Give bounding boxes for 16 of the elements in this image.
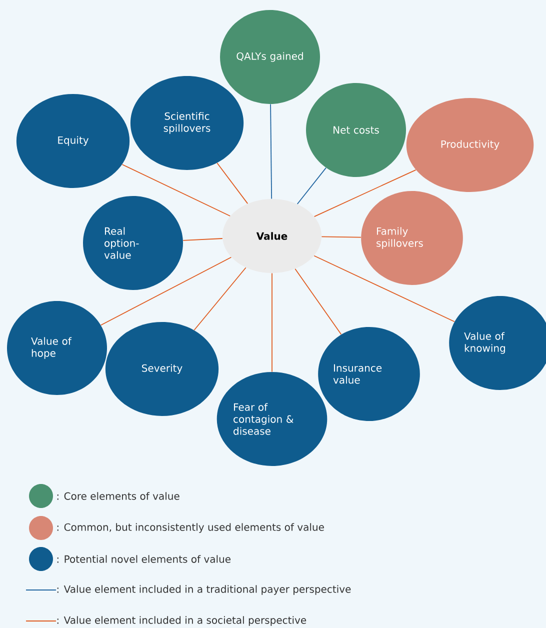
legend-text: : Value element included in a traditional payer perspective [57, 585, 351, 595]
connector-line [122, 164, 231, 216]
legend-text: : Core elements of value [57, 492, 180, 500]
connector-line [216, 162, 248, 204]
legend-text: : Common, but inconsistently used elements of value [57, 523, 324, 533]
legend-text: : Value element included in a societal perspective [57, 616, 306, 626]
connector-line [100, 256, 232, 326]
connector-line [182, 238, 223, 241]
connector-line [321, 236, 362, 238]
connector-line [296, 167, 326, 204]
connector-line [314, 169, 416, 217]
connector-line [270, 104, 272, 200]
legend-text: : Potential novel elements of value [57, 555, 231, 563]
connector-line [314, 255, 455, 322]
connector-line [294, 268, 342, 335]
connector-line [194, 267, 246, 331]
